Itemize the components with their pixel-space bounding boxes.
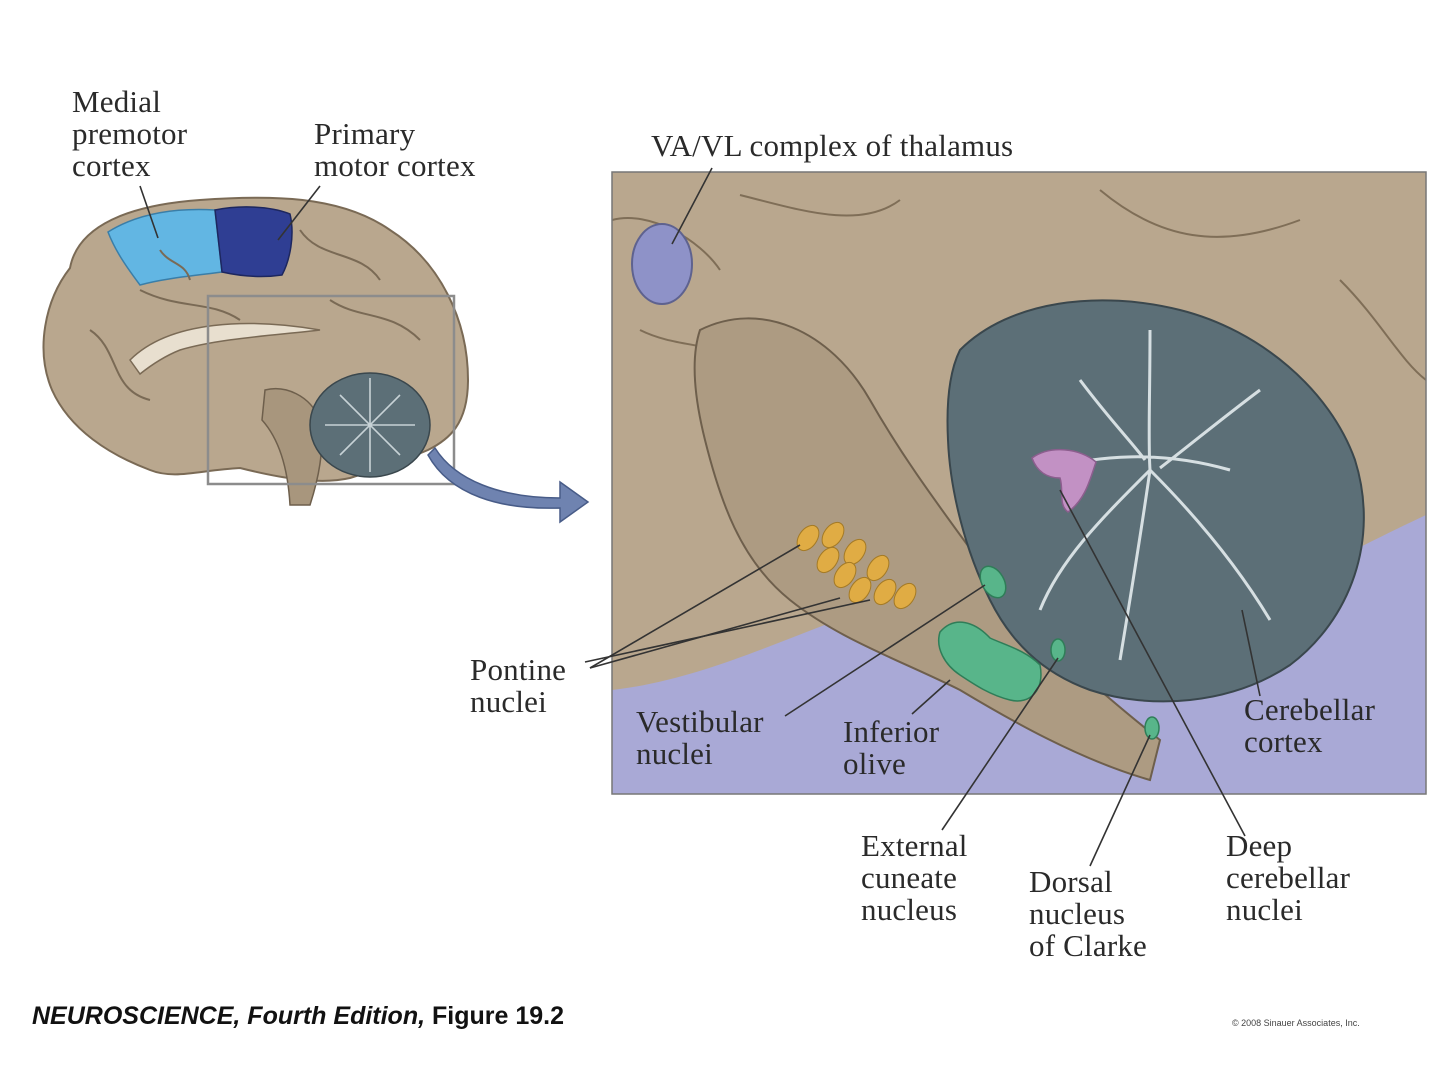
pontine-nuclei-label: Pontine nuclei [470,652,567,719]
brainstem-small [261,388,323,506]
leader-lines [139,167,1261,867]
medial-premotor-label: Medial premotor cortex [72,84,188,183]
cerebellar-cortex-label: Cerebellar cortex [1244,692,1376,759]
va-vl-thalamus-label: VA/VL complex of thalamus [651,128,1014,163]
va-vl-thalamus-region [631,223,693,305]
external-cuneate-region [1050,638,1066,662]
figure-caption: NEUROSCIENCE, Fourth Edition, Figure 19.… [32,1002,564,1031]
primary-motor-region [214,206,293,278]
pontine-nuclei-region [796,521,917,610]
dorsal-clarke-label: Dorsal nucleus of Clarke [1029,864,1148,963]
zoom-box [206,294,456,486]
deep-cerebellar-label: Deep cerebellar nuclei [1226,828,1351,927]
corpus-callosum [129,322,321,376]
caption-figure: Figure 19.2 [425,1002,564,1030]
vestibular-nuclei-region [979,565,1007,599]
copyright-notice: © 2008 Sinauer Associates, Inc. [1232,1018,1360,1028]
enlarged-panel [612,172,1426,794]
medial-premotor-region [107,208,223,286]
whole-brain [42,196,590,524]
zoom-arrow [427,446,590,524]
external-cuneate-label: External cuneate nucleus [861,828,968,927]
caption-book: NEUROSCIENCE, Fourth Edition, [32,1002,426,1030]
clarke-nucleus-region [1144,716,1160,740]
vestibular-nuclei-label: Vestibular nuclei [636,704,764,771]
inferior-olive-label: Inferior olive [843,714,940,781]
primary-motor-label: Primary motor cortex [314,116,476,183]
deep-cerebellar-nuclei-region [1031,448,1097,513]
